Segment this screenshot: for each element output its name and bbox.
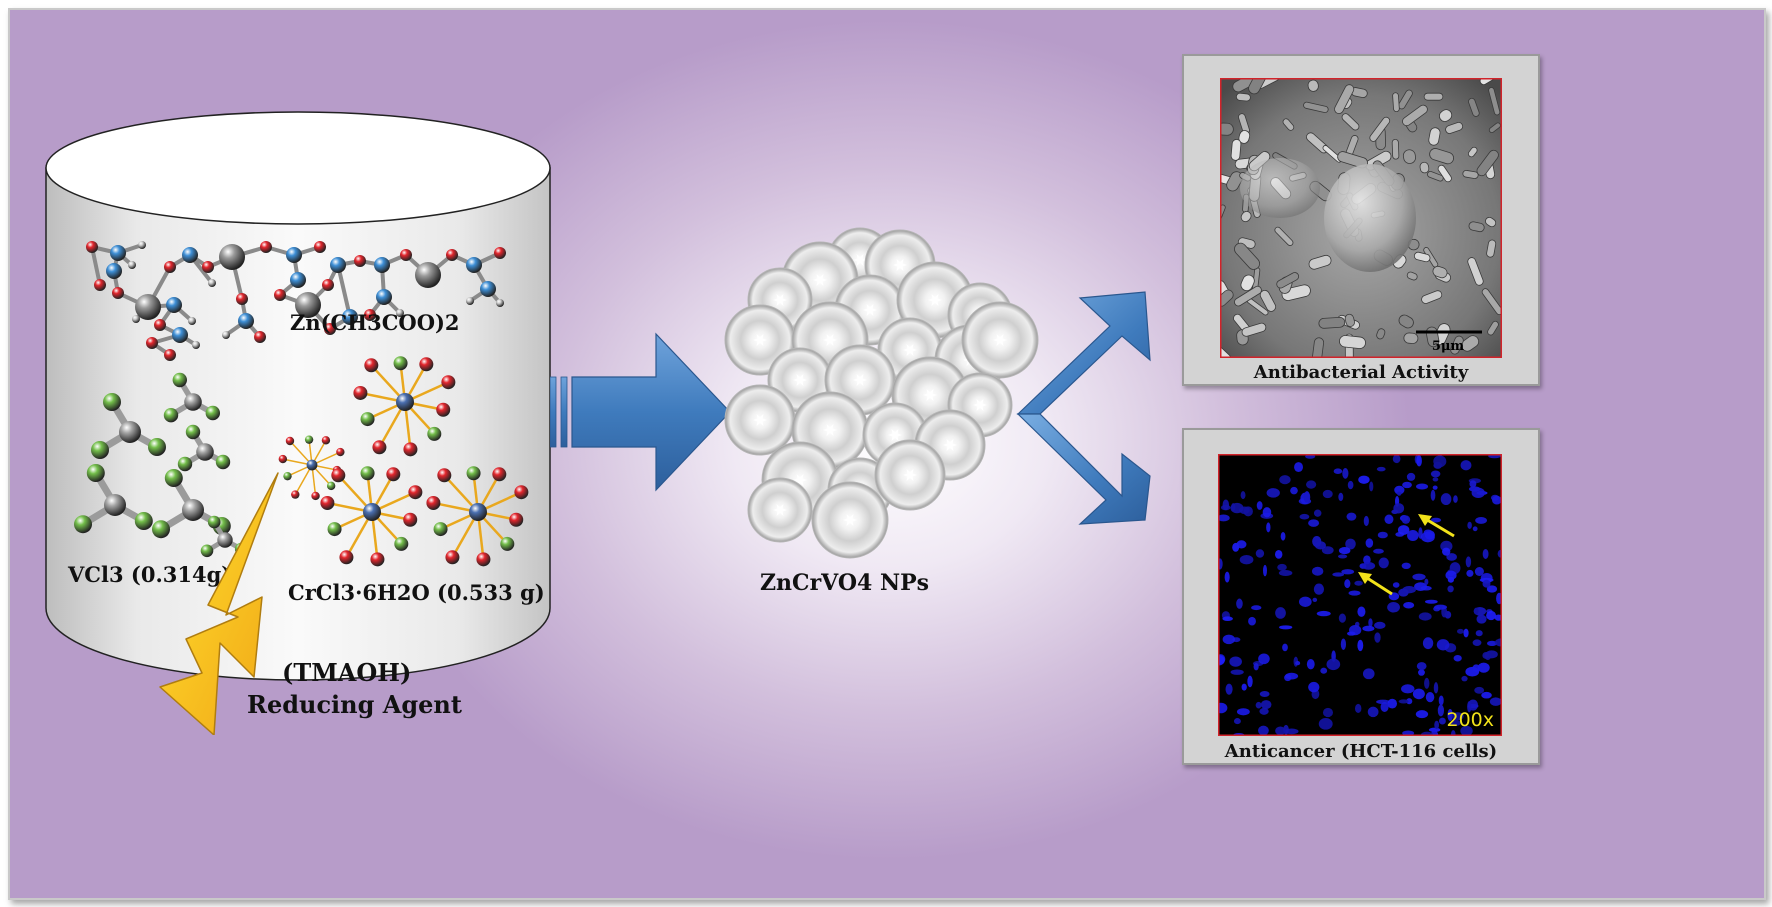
tmaoh-label: (TMAOH) <box>282 658 412 687</box>
reducing-agent-label: Reducing Agent <box>247 690 462 719</box>
arrow-up-right-icon <box>1016 291 1151 415</box>
magnification-label: 200x <box>1446 709 1494 731</box>
diagram-canvas: Zn(CH3COO)2 VCl3 (0.314g) CrCl3·6H2O (0.… <box>8 8 1766 900</box>
product-label: ZnCrVO4 NPs <box>760 570 930 596</box>
branch-arrows <box>1016 291 1151 525</box>
antibacterial-caption: Antibacterial Activity <box>1253 362 1469 383</box>
zinc-acetate-label: Zn(CH3COO)2 <box>290 310 460 335</box>
nanoparticle-cluster <box>724 227 1039 559</box>
scale-bar-label: 5μm <box>1432 339 1465 354</box>
crcl3-label: CrCl3·6H2O (0.533 g) <box>288 580 545 605</box>
lightning-bolt-icon <box>159 472 279 735</box>
vcl3-molecules <box>74 372 248 558</box>
anticancer-panel: 200x Anticancer (HCT-116 cells) <box>1182 428 1540 765</box>
anticancer-caption: Anticancer (HCT-116 cells) <box>1224 741 1498 762</box>
zinc-acetate-molecule <box>86 241 506 361</box>
cell-pointer-arrow-icon <box>1358 514 1455 596</box>
vcl3-label: VCl3 (0.314g) <box>68 562 232 587</box>
reaction-vessel <box>45 111 551 681</box>
fluorescence-image: 200x <box>1218 454 1502 736</box>
sem-image: 5μm <box>1220 78 1502 358</box>
antibacterial-panel: 5μm Antibacterial Activity <box>1182 54 1540 386</box>
arrow-down-right-icon <box>1016 413 1151 525</box>
crcl3-molecules <box>278 356 529 567</box>
arrow-right-icon <box>550 332 731 492</box>
